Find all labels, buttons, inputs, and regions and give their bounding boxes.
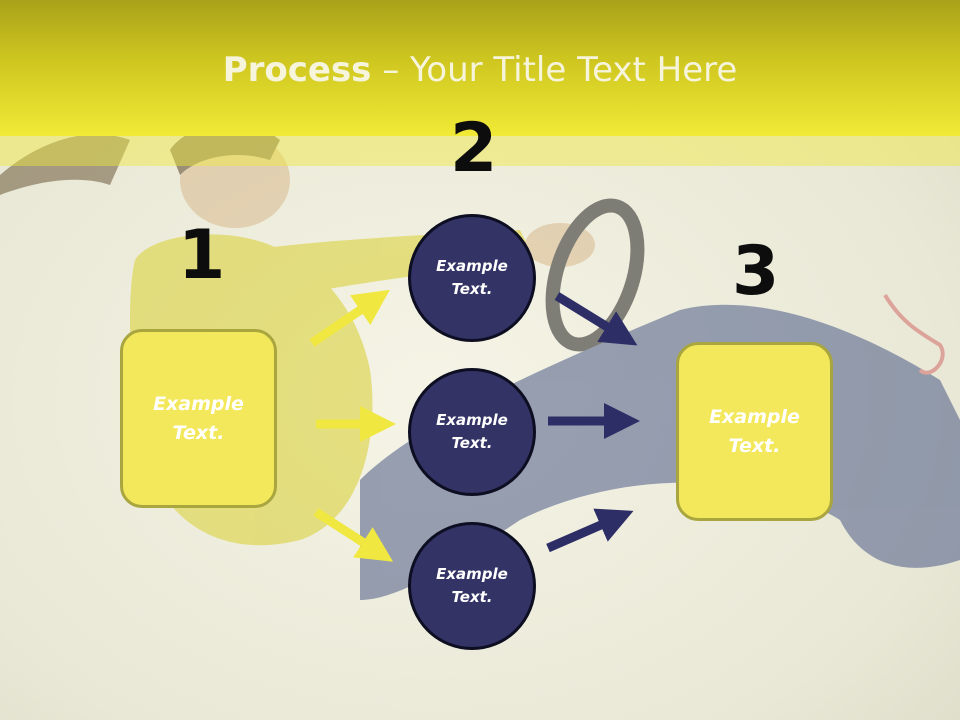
slide-title: Process – Your Title Text Here [0, 50, 960, 90]
process-circle-bottom: Example Text. [408, 522, 536, 650]
header-bar [0, 0, 960, 136]
step-number-1: 1 [178, 216, 226, 295]
process-circle-middle: Example Text. [408, 368, 536, 496]
left-text-box: Example Text. [120, 329, 277, 508]
step-number-2: 2 [450, 109, 498, 188]
right-box-text: Example Text. [709, 405, 800, 457]
title-bold: Process [222, 50, 372, 90]
circle-middle-text: Example Text. [436, 411, 508, 452]
title-rest: – Your Title Text Here [371, 50, 738, 90]
yellow-arrow-down [313, 508, 394, 562]
right-text-box: Example Text. [676, 342, 833, 521]
navy-arrow-up [546, 508, 634, 553]
left-box-text: Example Text. [153, 392, 244, 444]
circle-bottom-text: Example Text. [436, 565, 508, 606]
navy-arrow-down [554, 292, 638, 346]
yellow-arrow-up [309, 289, 390, 347]
circle-top-text: Example Text. [436, 257, 508, 298]
header-band [0, 136, 960, 166]
process-circle-top: Example Text. [408, 214, 536, 342]
step-number-3: 3 [732, 232, 780, 311]
